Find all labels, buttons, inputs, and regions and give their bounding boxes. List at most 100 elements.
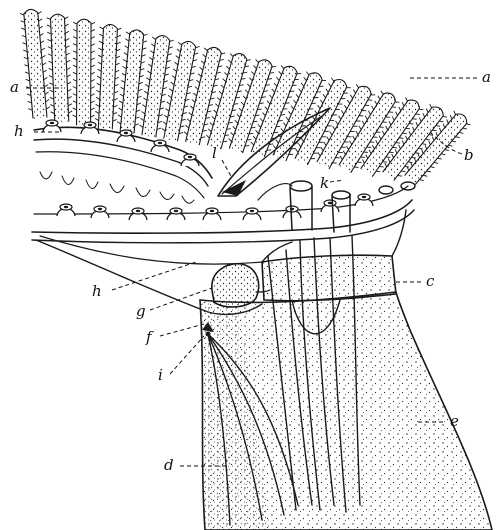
label-i: i bbox=[158, 366, 163, 384]
filament-hair bbox=[429, 141, 431, 145]
filament-hair bbox=[402, 133, 406, 134]
filament-hair bbox=[350, 141, 352, 145]
label-l: l bbox=[212, 144, 217, 162]
gill-raker bbox=[129, 208, 147, 220]
filament-hair bbox=[96, 104, 100, 106]
filament-hair bbox=[395, 149, 397, 153]
filament-hair bbox=[409, 131, 411, 135]
filament-hair bbox=[430, 104, 432, 108]
filament-hair bbox=[288, 111, 291, 114]
filament-hair bbox=[256, 59, 259, 62]
filament-hair bbox=[432, 130, 436, 131]
filament-hair bbox=[221, 85, 224, 88]
filament-hair bbox=[228, 60, 231, 63]
filament-hair bbox=[206, 135, 209, 138]
filament-hair bbox=[265, 107, 268, 110]
filament-hair bbox=[163, 122, 166, 125]
filament-hair bbox=[38, 12, 42, 14]
filament-hair bbox=[294, 100, 297, 103]
filament-hair bbox=[95, 118, 99, 120]
filament-hair bbox=[346, 146, 348, 150]
filament-hair bbox=[176, 56, 179, 59]
filament-hair bbox=[65, 24, 69, 26]
filament-hair bbox=[454, 111, 456, 115]
filament-hair bbox=[41, 48, 45, 50]
filament-hair bbox=[419, 148, 423, 149]
filament-hair bbox=[385, 163, 387, 167]
filament-hair bbox=[333, 126, 335, 130]
filament-hair bbox=[405, 97, 407, 101]
gill-raker bbox=[355, 194, 373, 206]
filament-hair bbox=[73, 101, 77, 103]
filament-hair bbox=[73, 36, 77, 38]
filament-hair bbox=[389, 121, 391, 125]
filament-hair bbox=[251, 72, 254, 75]
filament-hair bbox=[196, 80, 199, 83]
filament-hair bbox=[91, 51, 95, 53]
filament-hair bbox=[286, 117, 289, 120]
filament-hair bbox=[376, 140, 378, 144]
filament-hair bbox=[401, 171, 405, 172]
filament-hair bbox=[399, 145, 401, 149]
label-f: f bbox=[145, 328, 154, 346]
filament-hair bbox=[421, 149, 423, 153]
filament-hair bbox=[230, 54, 233, 57]
filament-hair bbox=[125, 39, 129, 41]
filament-hair bbox=[233, 126, 236, 129]
filament-hair bbox=[46, 99, 50, 101]
filament-hair bbox=[45, 92, 49, 94]
filament-hair bbox=[340, 156, 342, 160]
filament-hair bbox=[91, 94, 95, 96]
filament-hair bbox=[432, 137, 434, 141]
filament-hair bbox=[121, 87, 125, 89]
filament-hair bbox=[439, 128, 441, 132]
filament-hair bbox=[381, 91, 383, 95]
filament-hair bbox=[253, 136, 256, 139]
filament-hair bbox=[412, 119, 416, 120]
filament-hair bbox=[402, 140, 404, 144]
filament-hair bbox=[97, 83, 101, 85]
filament-hair bbox=[383, 162, 387, 163]
filament-hair bbox=[239, 108, 242, 111]
filament-hair bbox=[231, 132, 234, 135]
filament-hair bbox=[353, 136, 355, 140]
filament-hair bbox=[372, 145, 374, 149]
filament-hair bbox=[276, 77, 279, 80]
filament-hair bbox=[91, 37, 95, 39]
filament-hair bbox=[416, 122, 418, 126]
filament-hair bbox=[125, 46, 129, 48]
filament-hair bbox=[68, 96, 72, 98]
filament-hair bbox=[201, 61, 204, 64]
filament-hair bbox=[416, 114, 420, 115]
filament-hair bbox=[291, 106, 294, 109]
filament-hair bbox=[73, 108, 77, 110]
gill-raker bbox=[91, 206, 109, 218]
filament-hair bbox=[164, 115, 167, 118]
filament-hair bbox=[304, 77, 307, 80]
filament-hair bbox=[73, 58, 77, 60]
filament-hair bbox=[208, 129, 211, 132]
filament-hair bbox=[463, 128, 467, 129]
filament-hair bbox=[375, 101, 377, 105]
filament-hair bbox=[217, 97, 220, 100]
label-b: b bbox=[464, 146, 474, 164]
filament-hair bbox=[273, 145, 276, 148]
filament-hair bbox=[73, 65, 77, 67]
filament-hair bbox=[192, 99, 195, 102]
filament-hair bbox=[434, 162, 438, 163]
filament-hair bbox=[91, 101, 95, 103]
filament-hair bbox=[96, 90, 100, 92]
filament-hair bbox=[99, 34, 103, 36]
filament-hair bbox=[276, 140, 279, 143]
filament-hair bbox=[39, 19, 43, 21]
gill-raker bbox=[243, 208, 261, 220]
filament-hair bbox=[419, 118, 421, 122]
filament-hair bbox=[177, 49, 180, 52]
filament-hair bbox=[98, 55, 102, 57]
filament-hair bbox=[99, 48, 103, 50]
filament-hair bbox=[439, 121, 443, 122]
filament-hair bbox=[47, 18, 51, 20]
filament-hair bbox=[412, 127, 414, 131]
gill-filaments bbox=[20, 9, 471, 184]
